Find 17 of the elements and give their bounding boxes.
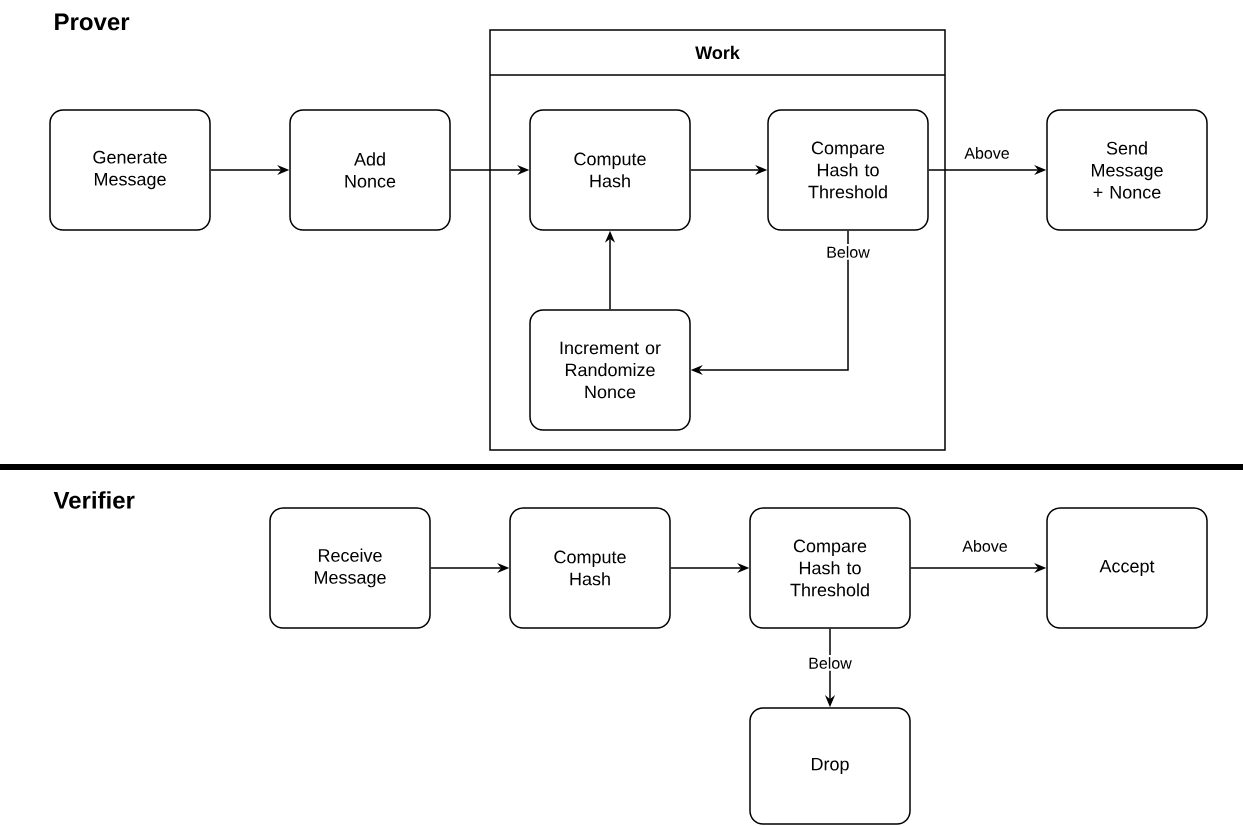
edge-label: Below xyxy=(806,655,854,671)
process-box: Accept xyxy=(1046,507,1208,629)
process-box: Drop xyxy=(749,707,911,825)
process-box: Send Message + Nonce xyxy=(1046,109,1208,231)
process-box: Compute Hash xyxy=(509,507,671,629)
section-title: Verifier xyxy=(53,491,135,509)
process-box: Receive Message xyxy=(269,507,431,629)
process-box: Compare Hash to Threshold xyxy=(767,109,929,231)
process-box: Generate Message xyxy=(49,109,211,231)
process-box: Add Nonce xyxy=(289,109,451,231)
section-title: Prover xyxy=(55,13,130,31)
edge-label: Above xyxy=(962,540,1007,552)
process-box: Increment or Randomize Nonce xyxy=(529,309,691,431)
process-box: Compute Hash xyxy=(529,109,691,231)
process-box: Compare Hash to Threshold xyxy=(749,507,911,629)
edge-label: Below xyxy=(824,244,872,260)
edge-label: Above xyxy=(964,147,1009,159)
